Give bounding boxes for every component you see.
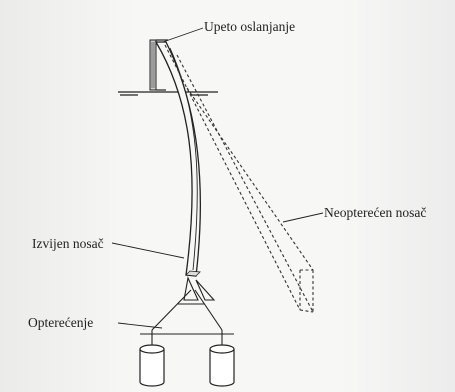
ground-line xyxy=(118,92,218,95)
load-hanger xyxy=(140,278,234,345)
load-leader-line xyxy=(118,323,162,328)
support-leader-line xyxy=(163,28,203,42)
load-label: Opterećenje xyxy=(28,315,93,331)
fixed-support-label: Upeto oslanjanje xyxy=(204,19,295,35)
weight-left xyxy=(140,345,164,386)
unloaded-leader-line xyxy=(283,213,323,222)
weight-right xyxy=(210,345,234,386)
bent-beam xyxy=(156,42,200,276)
bent-beam-label: Izvijen nosač xyxy=(32,236,104,252)
bent-leader-line xyxy=(112,243,184,258)
unloaded-beam-label: Neopterećen nosač xyxy=(324,205,426,221)
